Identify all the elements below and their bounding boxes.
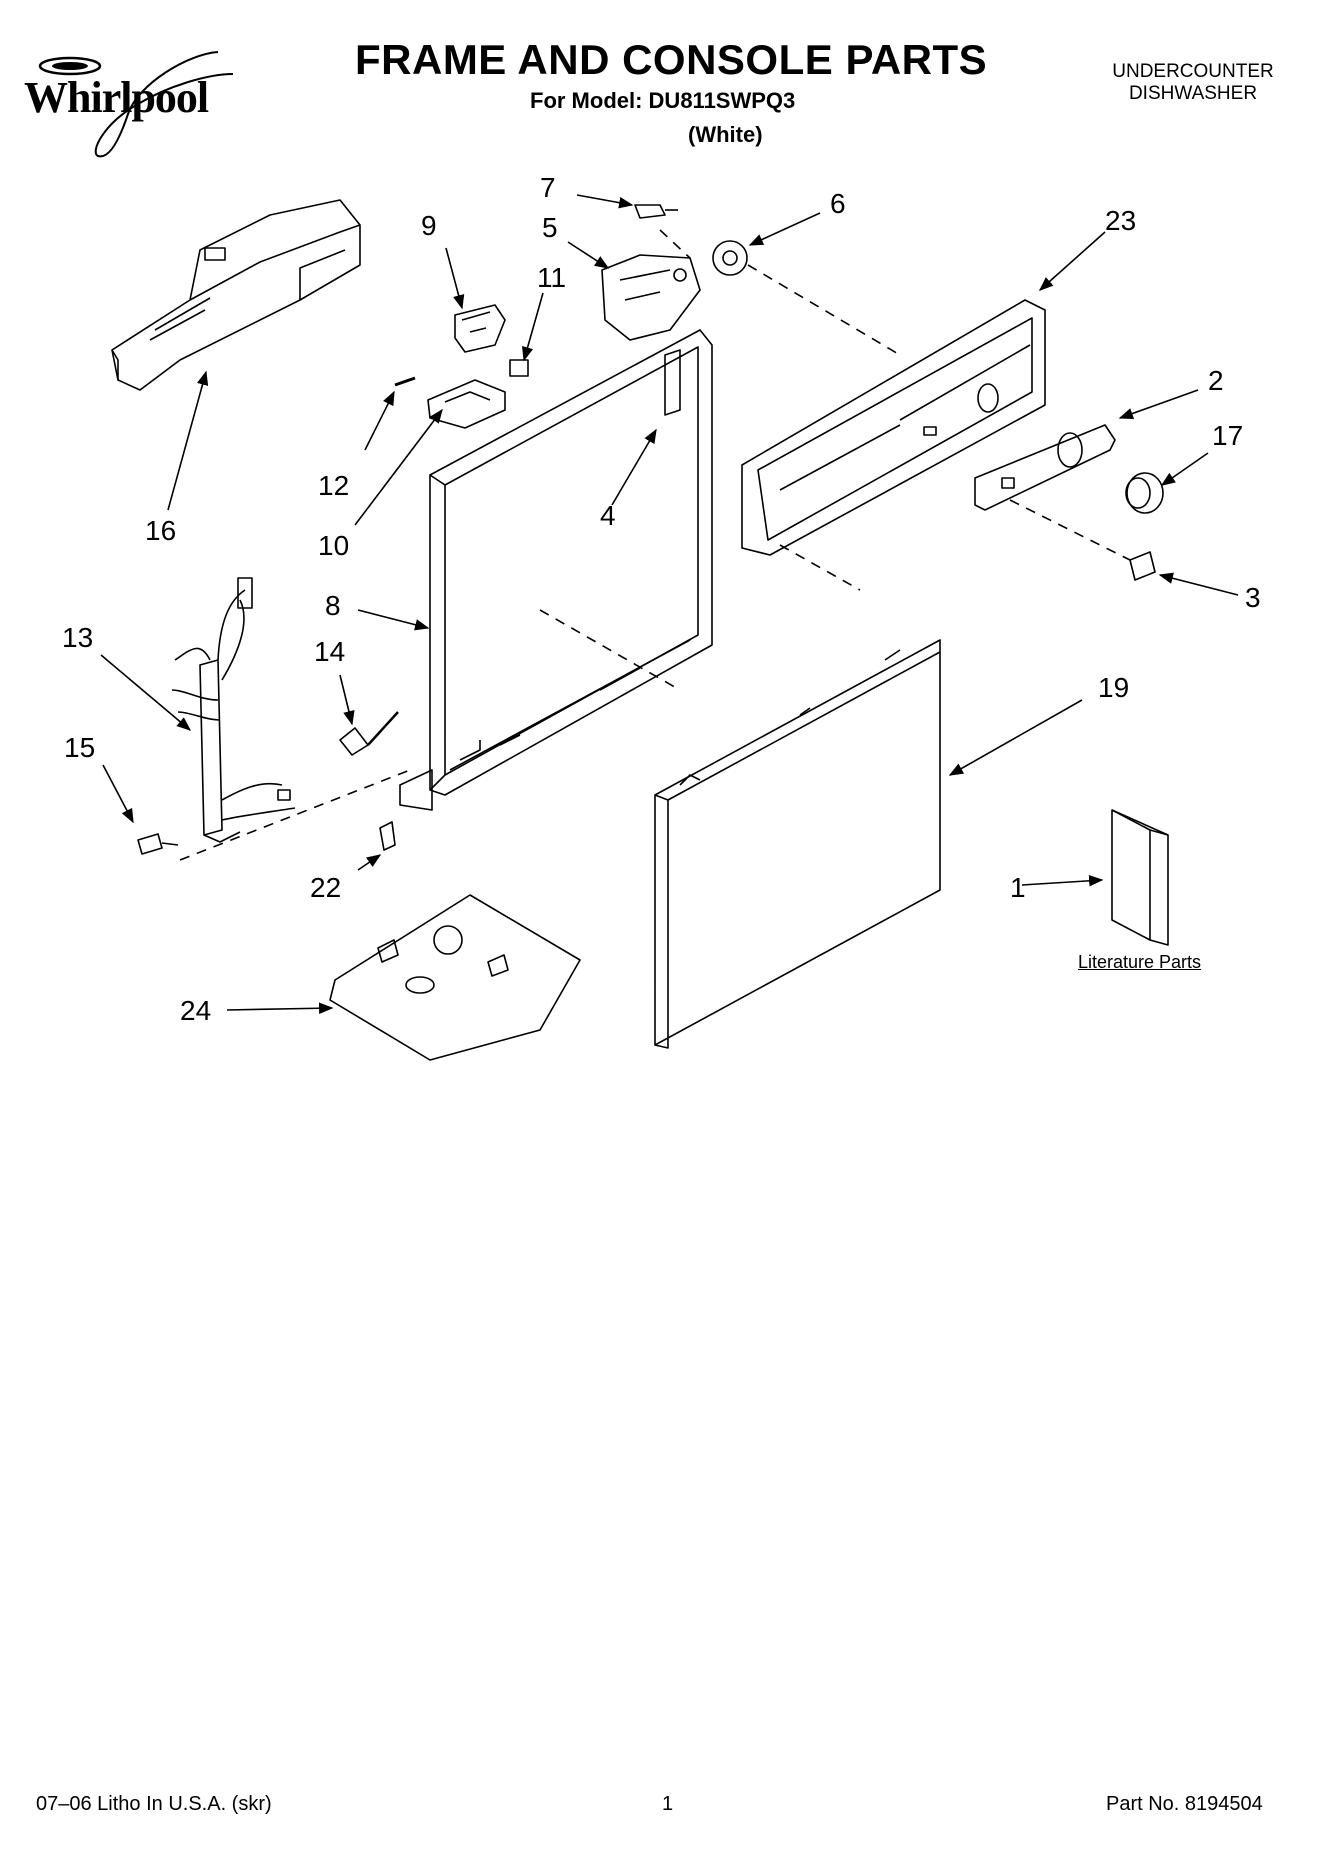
part-14-door-switch bbox=[339, 711, 399, 756]
callout-14: 14 bbox=[314, 636, 346, 667]
part-10-bracket bbox=[427, 379, 506, 429]
callout-24: 24 bbox=[180, 995, 212, 1026]
callout-22: 22 bbox=[310, 872, 342, 903]
callout-12: 12 bbox=[318, 470, 350, 501]
callout-arrows bbox=[100, 194, 1239, 1015]
callout-6: 6 bbox=[830, 188, 846, 219]
brand-name: Whirlpool bbox=[24, 73, 209, 122]
part-19-door-panel bbox=[654, 639, 941, 1049]
footer-page-number: 1 bbox=[662, 1793, 674, 1815]
callout-2: 2 bbox=[1208, 365, 1224, 396]
callout-11: 11 bbox=[537, 262, 567, 293]
callout-4: 4 bbox=[600, 500, 616, 531]
callout-15: 15 bbox=[64, 732, 96, 763]
callout-10: 10 bbox=[318, 530, 350, 561]
callout-13: 13 bbox=[62, 622, 94, 653]
category-label: UNDERCOUNTER DISHWASHER bbox=[1098, 61, 1288, 105]
callout-3: 3 bbox=[1245, 582, 1261, 613]
callout-9: 9 bbox=[421, 210, 437, 241]
part-17-knob bbox=[1125, 472, 1164, 514]
model-line: For Model: DU811SWPQ3 bbox=[530, 88, 796, 113]
part-1-literature bbox=[1111, 809, 1169, 946]
logo-swoosh-icon bbox=[38, 51, 234, 158]
callout-16: 16 bbox=[145, 515, 177, 546]
part-7-screw bbox=[634, 204, 678, 219]
part-15-screw bbox=[137, 833, 179, 855]
callout-5: 5 bbox=[542, 212, 558, 243]
part-5-timer bbox=[601, 254, 701, 341]
category-line-2: DISHWASHER bbox=[1128, 83, 1258, 104]
part-3-button bbox=[1129, 551, 1156, 581]
callout-8: 8 bbox=[325, 590, 341, 621]
callout-23: 23 bbox=[1105, 205, 1137, 236]
brand-logo: Whirlpool bbox=[18, 44, 268, 164]
callout-7: 7 bbox=[540, 172, 556, 203]
part-2-control-insert bbox=[974, 424, 1116, 511]
page-title: FRAME AND CONSOLE PARTS bbox=[355, 36, 988, 83]
footer-part-number: Part No. 8194504 bbox=[1106, 1793, 1263, 1815]
part-22-clip bbox=[379, 821, 396, 851]
callout-1: 1 bbox=[1010, 872, 1026, 903]
literature-parts-label: Literature Parts bbox=[1078, 952, 1202, 972]
part-24-hardware-bag bbox=[329, 894, 581, 1061]
footer-litho: 07–06 Litho In U.S.A. (skr) bbox=[36, 1793, 272, 1815]
color-line: (White) bbox=[688, 122, 763, 147]
part-16-console-housing bbox=[111, 199, 361, 391]
callout-17: 17 bbox=[1212, 420, 1244, 451]
part-8-door-frame bbox=[399, 329, 713, 811]
part-9-switch bbox=[454, 304, 506, 353]
part-12-pin bbox=[394, 376, 416, 387]
alignment-lines bbox=[179, 229, 1131, 861]
part-13-wire-harness bbox=[171, 577, 296, 843]
part-23-console-panel bbox=[741, 299, 1046, 556]
callout-19: 19 bbox=[1098, 672, 1130, 703]
part-11-switch-clip bbox=[509, 359, 529, 377]
part-6-knob-hub bbox=[712, 240, 748, 276]
category-line-1: UNDERCOUNTER bbox=[1112, 61, 1274, 82]
